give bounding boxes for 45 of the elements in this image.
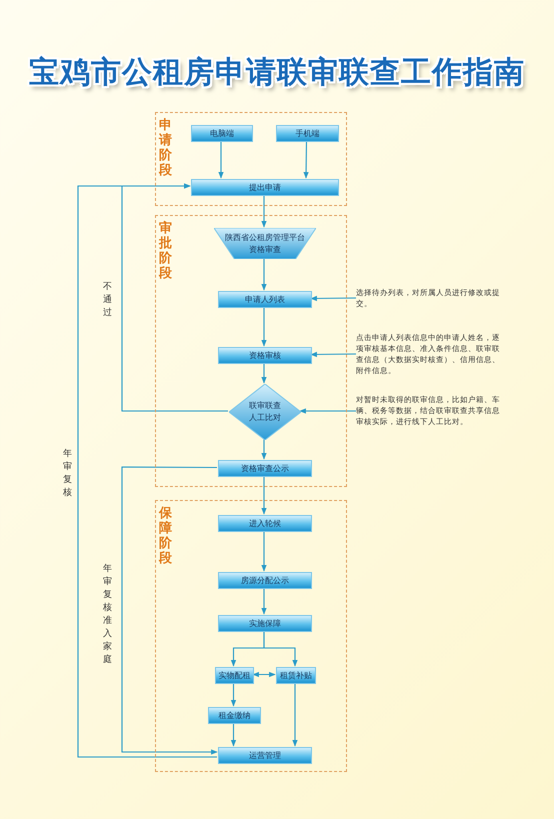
arrow <box>77 183 217 758</box>
stage-heading: 审批阶段 <box>159 221 173 281</box>
arrow <box>261 195 267 228</box>
arrow <box>121 466 218 755</box>
process-box: 实施保障 <box>218 615 312 632</box>
process-box: 资格审核 <box>218 347 312 364</box>
arrow <box>263 631 298 667</box>
edge-label: 不通过 <box>103 281 113 320</box>
process-box: 实物配租 <box>215 667 254 684</box>
arrow <box>261 439 267 460</box>
arrow <box>299 408 356 414</box>
process-box: 运营管理 <box>218 747 312 764</box>
process-box: 租金缴纳 <box>208 707 261 724</box>
edge-label: 年审复核准入家庭 <box>103 563 113 667</box>
process-box: 租赁补贴 <box>276 667 316 684</box>
arrow <box>230 683 236 707</box>
process-box: 资格审查公示 <box>218 460 312 477</box>
arrow <box>261 258 267 291</box>
process-box: 手机端 <box>276 125 339 142</box>
process-box: 进入轮候 <box>218 515 312 532</box>
process-box: 提出申请 <box>191 179 339 196</box>
arrow <box>230 723 236 747</box>
process-box: 房源分配公示 <box>218 572 312 589</box>
arrow <box>261 307 267 347</box>
arrow <box>261 588 267 615</box>
arrow <box>261 363 267 384</box>
process-box: 申请人列表 <box>218 291 312 308</box>
arrow <box>292 683 298 747</box>
arrow <box>310 296 356 302</box>
arrow <box>218 141 224 179</box>
arrow <box>252 672 276 678</box>
arrow <box>261 531 267 572</box>
decision-diamond: 联审联查人工比对 <box>229 384 301 440</box>
arrow <box>310 352 356 358</box>
trapezoid-box: 陕西省公租房管理平台资格审查 <box>214 228 316 259</box>
arrow <box>303 141 309 179</box>
edge-label: 年审复核 <box>63 448 73 500</box>
title: 宝鸡市公租房申请联审联查工作指南 <box>28 54 526 92</box>
stage-heading: 保障阶段 <box>159 506 173 566</box>
stage-heading: 申请阶段 <box>159 118 173 178</box>
stage-frame <box>155 500 347 772</box>
arrow <box>261 476 267 515</box>
stage-frame <box>155 112 347 206</box>
stage-frame <box>155 215 347 487</box>
process-box: 电脑端 <box>191 125 253 142</box>
